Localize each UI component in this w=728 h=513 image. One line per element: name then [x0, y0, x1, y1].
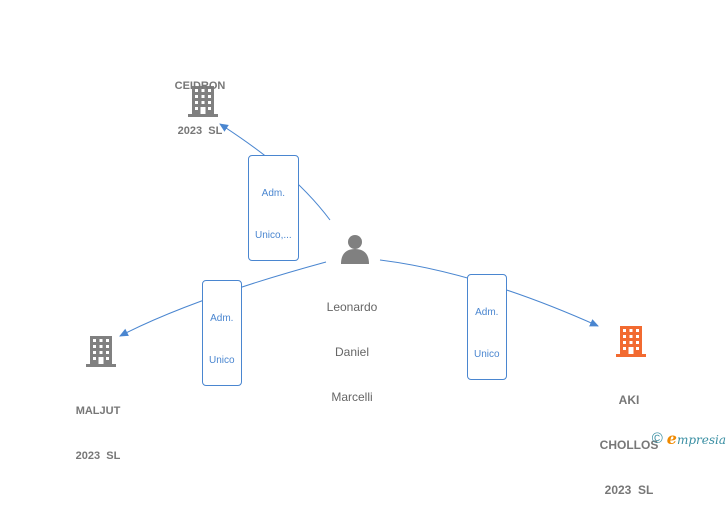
node-label-line: Daniel — [334, 345, 370, 359]
network-diagram — [86, 86, 646, 367]
node-label-line: 2023 SL — [604, 483, 654, 497]
edge-label-line: Unico,... — [255, 230, 292, 241]
brand-name: mpresia — [676, 433, 726, 447]
node-label-line: CHOLLOS — [599, 438, 659, 452]
edge-label-line: Adm. — [210, 313, 234, 324]
node-label-line: Marcelli — [331, 390, 373, 404]
person-icon — [341, 235, 369, 264]
node-label-line: 2023 SL — [177, 125, 223, 137]
brand-footer[interactable]: © empresia — [652, 429, 726, 448]
edge-label-line: Unico — [209, 355, 235, 366]
edge-label-line: Unico — [474, 349, 500, 360]
node-label-line: 2023 SL — [75, 450, 121, 462]
edge-label-line: Adm. — [261, 188, 286, 199]
node-label-line: AKI — [618, 393, 640, 407]
node-label-maljut[interactable]: MALJUT 2023 SL — [58, 374, 138, 479]
node-label-line: CEIDRON — [174, 80, 226, 92]
building-icon-highlighted — [616, 326, 646, 357]
edge-label-aki-chollos[interactable]: Adm. Unico — [467, 274, 507, 380]
copyright-icon: © — [651, 430, 663, 447]
brand-logo: empresia — [667, 429, 726, 448]
brand-initial: e — [666, 429, 677, 448]
edge-label-line: Adm. — [475, 307, 499, 318]
node-label-ceidron[interactable]: CEIDRON 2023 SL — [160, 49, 240, 154]
node-label-person[interactable]: Leonardo Daniel Marcelli — [312, 270, 392, 420]
building-icon — [188, 86, 218, 117]
edge-label-maljut[interactable]: Adm. Unico — [202, 280, 242, 386]
node-label-line: MALJUT — [75, 405, 121, 417]
edge-label-ceidron[interactable]: Adm. Unico,... — [248, 155, 299, 261]
building-icon — [86, 336, 116, 367]
node-label-line: Leonardo — [326, 300, 378, 314]
